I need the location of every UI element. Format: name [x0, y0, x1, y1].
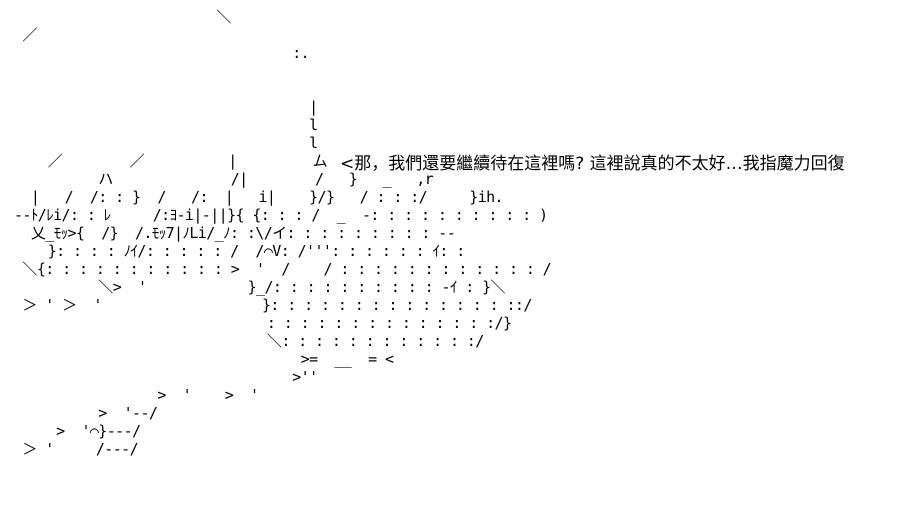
- ascii-art-scene: ＼ ／ :. | l: [14, 8, 552, 458]
- dialogue-text: <那，我們還要繼續待在這裡嗎? 這裡說真的不太好…我指魔力回復: [340, 154, 845, 174]
